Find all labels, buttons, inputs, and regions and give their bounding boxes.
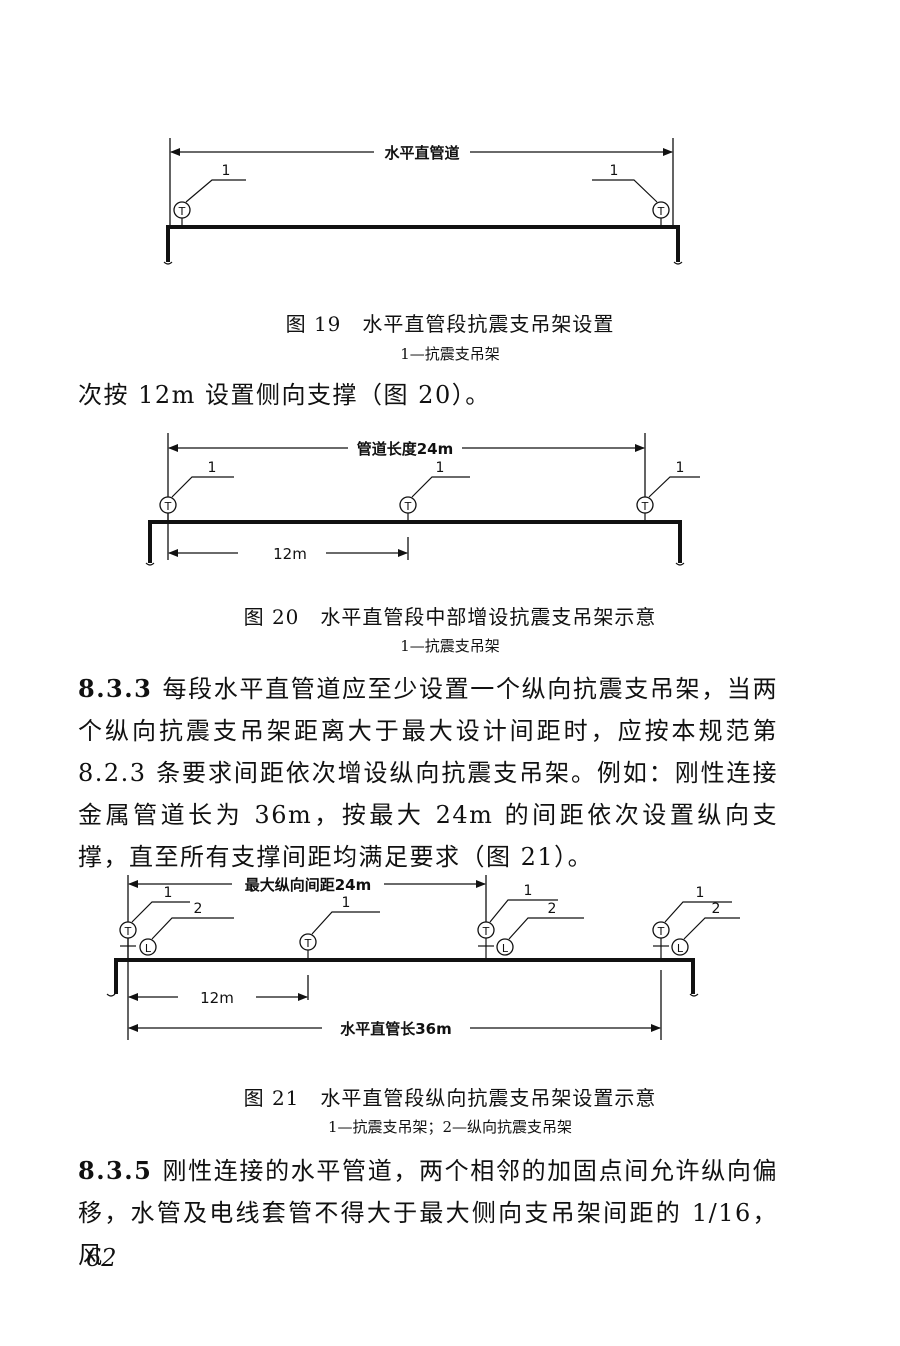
text-line: 次按 12m 设置侧向支撑（图 20）。: [78, 374, 778, 416]
leader-line-2: [508, 917, 584, 940]
pipe-break-left: [106, 993, 116, 997]
figure-21-legend: 1—抗震支吊架；2—纵向抗震支吊架: [327, 1118, 573, 1136]
support-symbol: T: [404, 500, 412, 513]
dimension-label: 水平直管道: [384, 144, 459, 162]
text-line-content: 次按 12m 设置侧向支撑（图 20）。: [78, 381, 491, 409]
pipe-break-right: [675, 562, 685, 566]
dimension-label-bottom: 水平直管长36m: [340, 1020, 452, 1038]
clause-text: 刚性连接的水平管道，两个相邻的加固点间允许纵向偏移，水管及电线套管不得大于最大侧…: [78, 1157, 778, 1269]
figure-20: 管道长度24m 12m T 1 T 1 T 1: [0, 425, 900, 575]
longitudinal-support-icon: [139, 938, 157, 956]
callout-number-2: 2: [712, 901, 721, 917]
support-symbol: T: [124, 925, 132, 938]
figure-21-drawing: 最大纵向间距24m 12m 水平直管长36m T L 1 2 T 1: [106, 875, 740, 1040]
leader-line: [171, 476, 234, 498]
leader-line-2: [683, 917, 740, 940]
support-symbol: T: [657, 205, 665, 218]
support-symbol: T: [304, 937, 312, 950]
callout-number-1: 1: [524, 883, 533, 899]
support-symbol: T: [178, 205, 186, 218]
figure-20-drawing: 管道长度24m 12m T 1 T 1 T 1: [145, 433, 700, 566]
figure-19: 水平直管道 T 1 T 1: [0, 130, 900, 280]
dimension-label-mid: 12m: [200, 989, 234, 1007]
leader-line-1: [489, 899, 558, 923]
pipe: [148, 520, 682, 563]
figure-19-legend: 1—抗震支吊架: [400, 345, 500, 363]
callout-number-2: 2: [548, 901, 557, 917]
leader-line: [648, 476, 700, 498]
pipe-break-left: [145, 562, 155, 566]
longitudinal-support-icon: [671, 938, 689, 956]
callout-number: 1: [610, 163, 619, 179]
figure-21: 最大纵向间距24m 12m 水平直管长36m T L 1 2 T 1: [0, 870, 900, 1045]
longitudinal-symbol: L: [677, 942, 684, 955]
callout-number: 1: [436, 460, 445, 476]
leader-line: [411, 476, 470, 498]
support-symbol: T: [164, 500, 172, 513]
page-number: 62: [86, 1244, 117, 1272]
leader-line-2: [151, 917, 234, 940]
longitudinal-symbol: L: [502, 942, 509, 955]
figure-20-caption: 图 20 水平直管段中部增设抗震支吊架示意: [243, 605, 657, 629]
support-symbol: T: [657, 925, 665, 938]
callout-number-2: 2: [194, 901, 203, 917]
figure-21-caption: 图 21 水平直管段纵向抗震支吊架设置示意: [243, 1086, 657, 1110]
dimension-label-top: 最大纵向间距24m: [245, 876, 372, 894]
pipe: [114, 958, 695, 994]
leader-line-right: [592, 179, 658, 203]
dimension-label-top: 管道长度24m: [357, 440, 454, 458]
longitudinal-symbol: L: [145, 942, 152, 955]
figure-19-drawing: 水平直管道 T 1 T 1: [163, 138, 683, 265]
callout-number-1: 1: [342, 895, 351, 911]
leader-line-1: [131, 901, 190, 923]
callout-number: 1: [676, 460, 685, 476]
callout-number-1: 1: [696, 885, 705, 901]
longitudinal-support-icon: [496, 938, 514, 956]
leader-line-1: [311, 911, 380, 935]
callout-number: 1: [222, 163, 231, 179]
clause-number: 8.3.5: [78, 1156, 153, 1185]
pipe-break-left: [163, 261, 173, 265]
figure-20-legend: 1—抗震支吊架: [400, 637, 500, 655]
dimension-label-bottom: 12m: [273, 545, 307, 563]
callout-number-1: 1: [164, 885, 173, 901]
clause-number: 8.3.3: [78, 674, 153, 703]
figure-19-caption: 图 19 水平直管段抗震支吊架设置: [285, 312, 615, 336]
leader-line-1: [664, 901, 732, 923]
pipe-break-right: [673, 261, 683, 265]
leader-line-left: [185, 179, 246, 203]
support-symbol: T: [482, 925, 490, 938]
pipe-break-right: [689, 993, 699, 997]
clause-text: 每段水平直管道应至少设置一个纵向抗震支吊架，当两个纵向抗震支吊架距离大于最大设计…: [78, 675, 778, 871]
pipe: [166, 225, 680, 262]
support-symbol: T: [641, 500, 649, 513]
callout-number: 1: [208, 460, 217, 476]
